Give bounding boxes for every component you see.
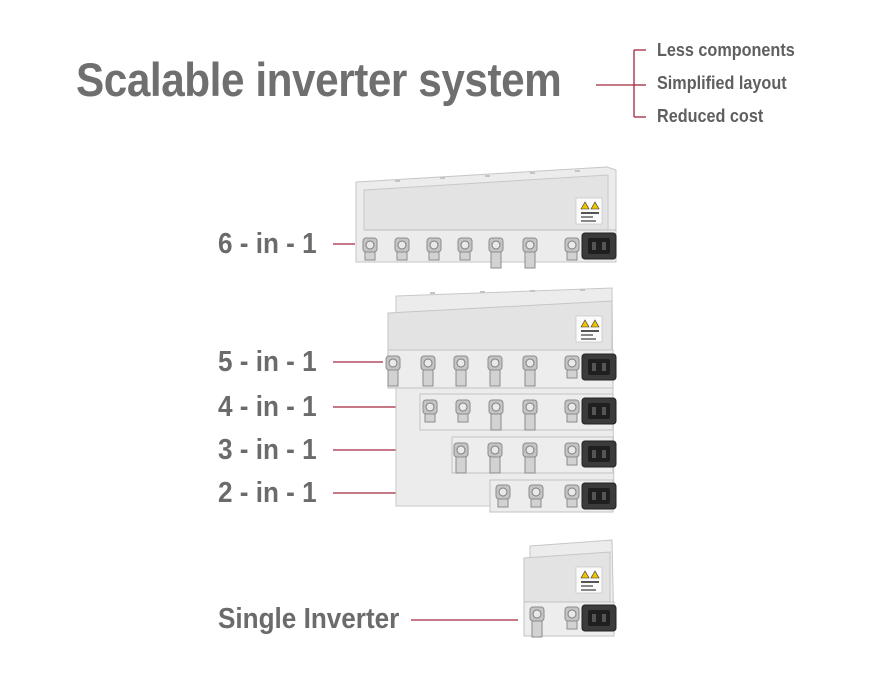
- module-6-in-1: [355, 166, 617, 269]
- label-single-inverter: Single Inverter: [218, 603, 400, 635]
- module-single-inverter: [523, 539, 617, 638]
- warning-label: [575, 197, 603, 225]
- label-4-in-1: 4 - in - 1: [218, 391, 317, 423]
- label-6-in-1: 6 - in - 1: [218, 228, 317, 260]
- benefits-bracket: [596, 49, 646, 118]
- benefit-reduced-cost: Reduced cost: [657, 106, 764, 126]
- warning-label-stack: [575, 315, 603, 343]
- warning-label-single: [575, 566, 603, 594]
- label-5-in-1: 5 - in - 1: [218, 346, 317, 378]
- label-2-in-1: 2 - in - 1: [218, 477, 317, 509]
- module-stack-5-to-2: [385, 287, 617, 513]
- benefit-simplified-layout: Simplified layout: [657, 73, 787, 93]
- benefit-less-components: Less components: [657, 40, 795, 60]
- page-title: Scalable inverter system: [76, 53, 562, 106]
- label-3-in-1: 3 - in - 1: [218, 434, 317, 466]
